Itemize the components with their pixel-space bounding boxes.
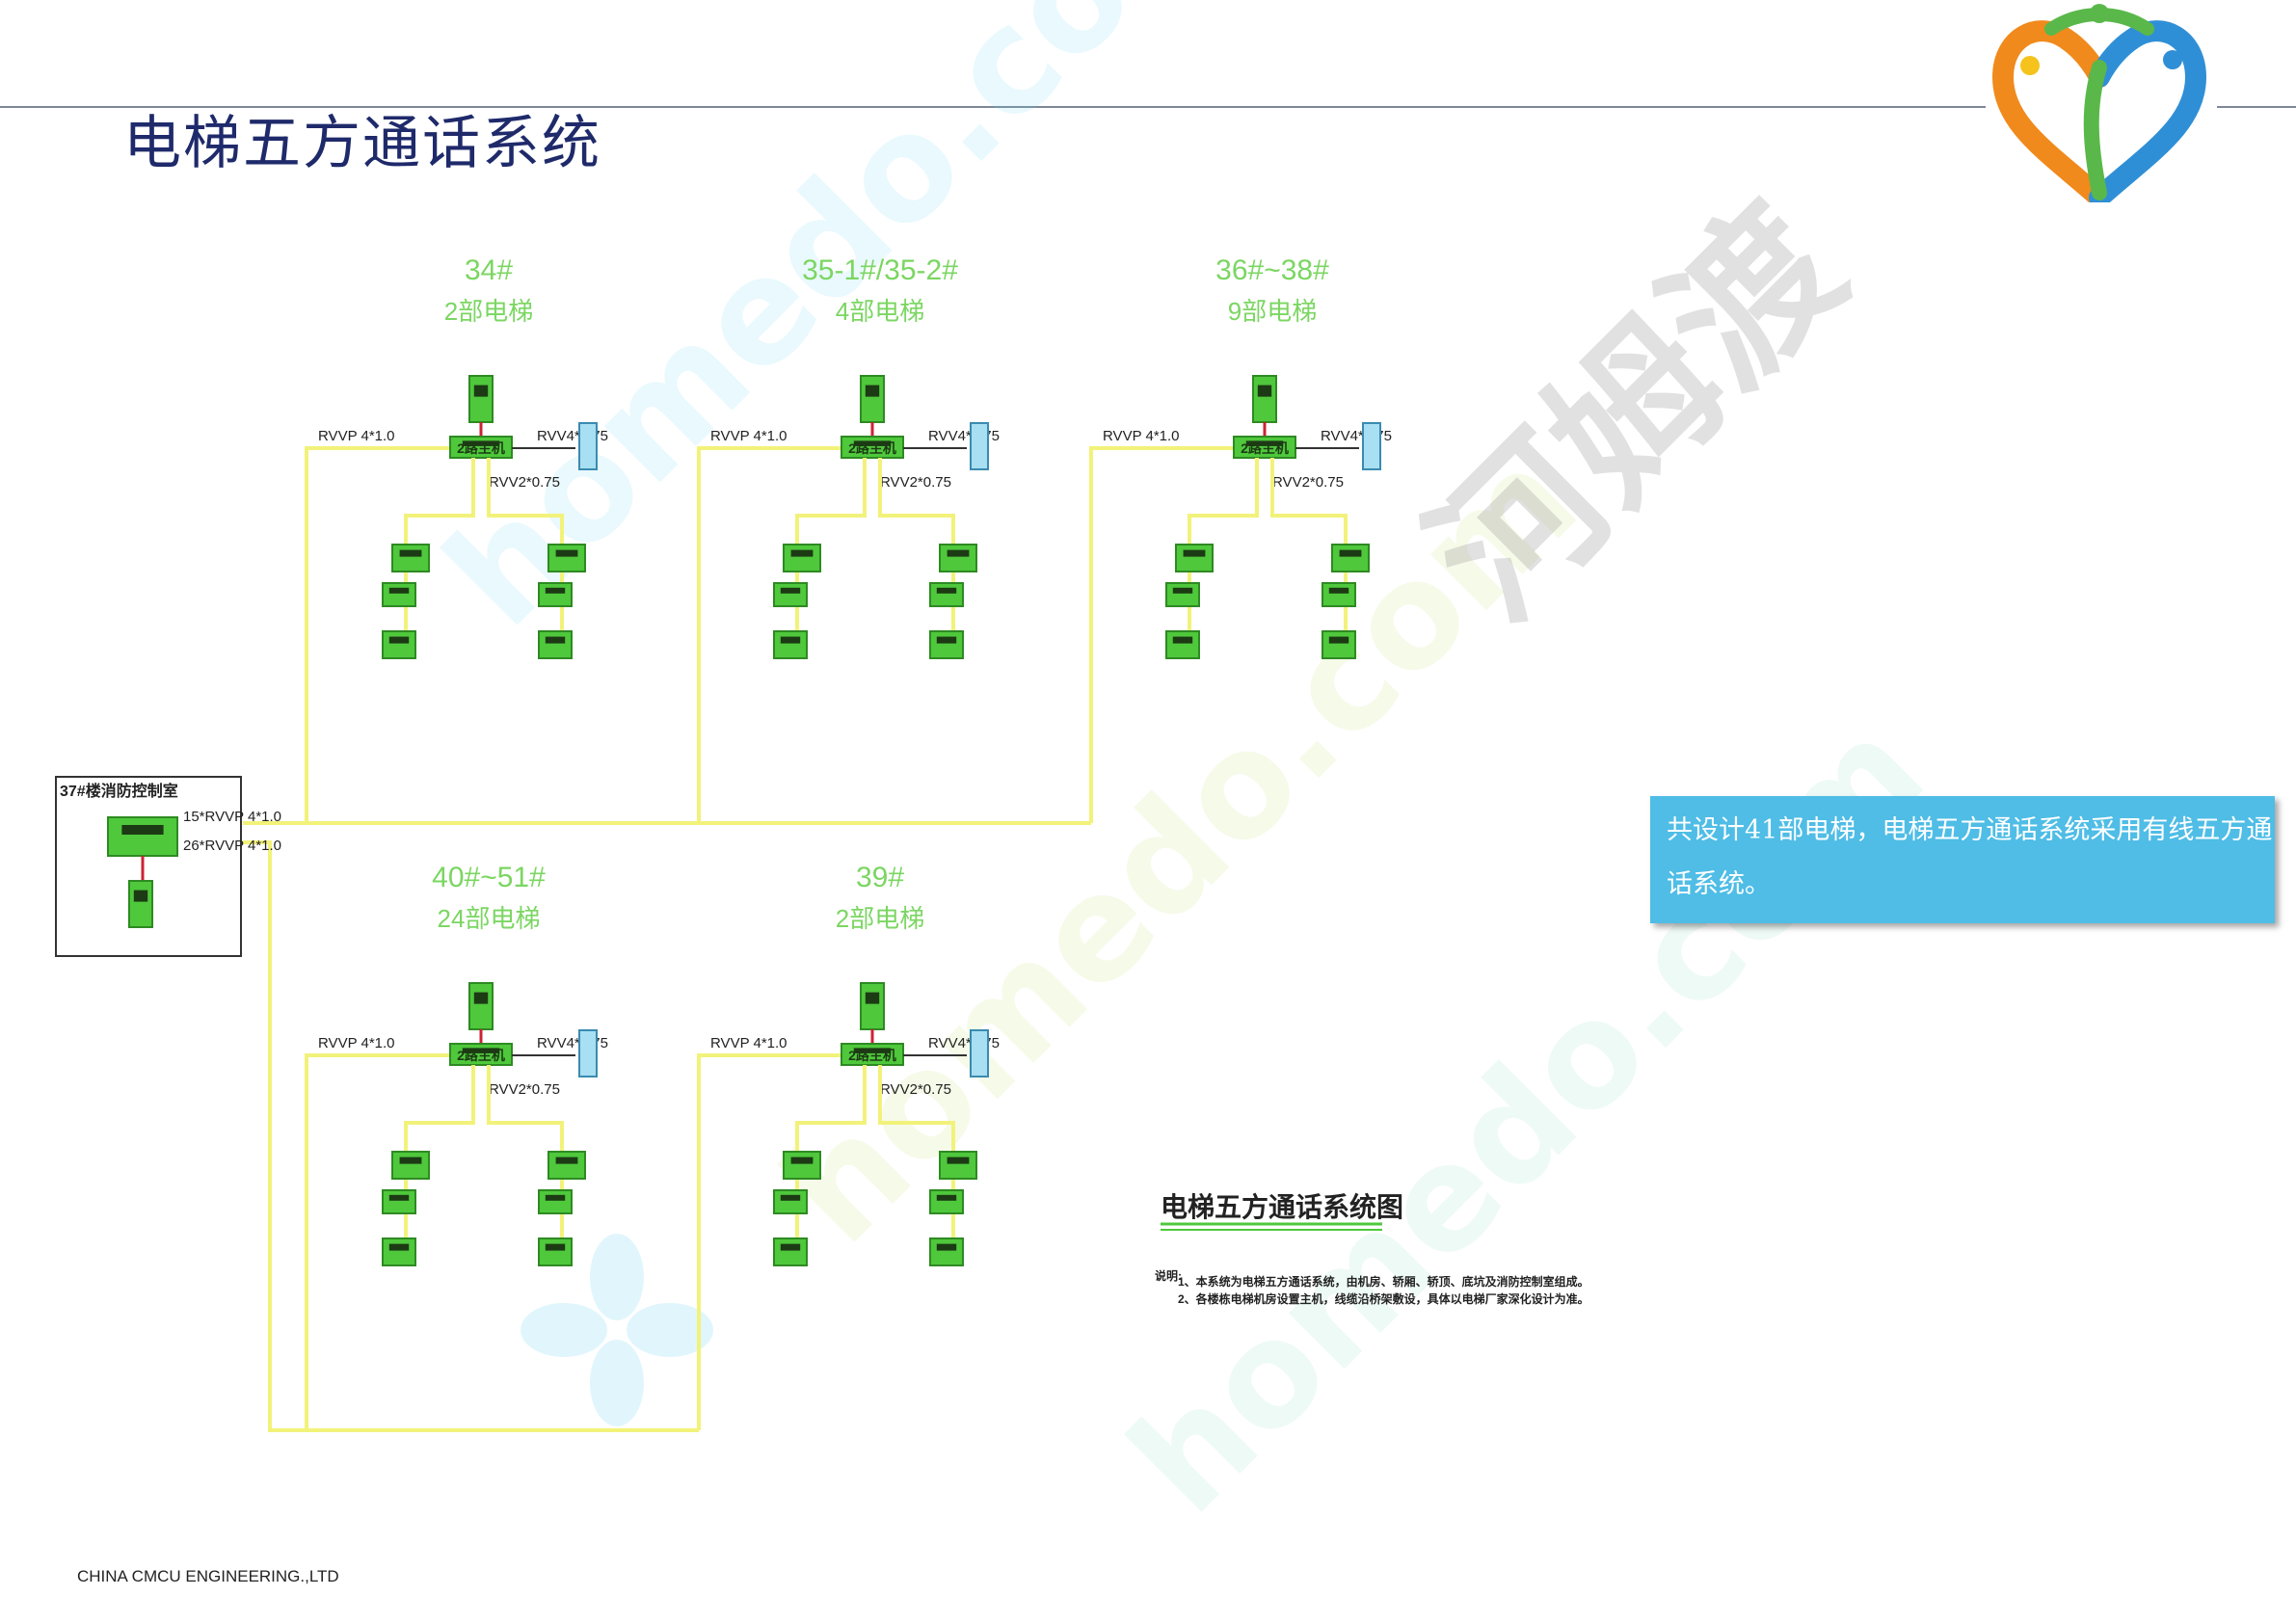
pit-intercom-left	[382, 630, 416, 659]
note-text: 1、本系统为电梯五方通话系统，由机房、轿厢、轿顶、底坑及消防控制室组成。	[1178, 1274, 1589, 1289]
group-feed-wire	[697, 446, 841, 823]
pit-intercom-left	[382, 1237, 416, 1266]
group-building-label: 36#~38#	[1215, 254, 1329, 286]
group-elevator-count: 24部电梯	[438, 904, 541, 933]
host-label: 2路主机	[848, 440, 896, 456]
header-rule-left	[0, 106, 1986, 108]
machine-room-unit	[468, 982, 494, 1030]
fire-phone-icon	[578, 1029, 598, 1078]
car-top-intercom-right	[538, 1189, 573, 1214]
host-label: 2路主机	[1241, 440, 1289, 456]
pit-intercom-left	[1165, 630, 1200, 659]
fire-control-room-box	[55, 776, 242, 957]
cable-label-branch: RVV2*0.75	[880, 474, 951, 491]
group-building-label: 39#	[856, 862, 904, 893]
car-top-intercom-left	[1165, 582, 1200, 607]
cable-label-branch: RVV2*0.75	[489, 1081, 560, 1098]
master-handset	[128, 880, 153, 928]
note-label: 说明:	[1155, 1268, 1182, 1283]
car-intercom-right	[1331, 544, 1370, 572]
cable-label-branch: RVV2*0.75	[489, 474, 560, 491]
fire-phone-icon	[970, 1029, 989, 1078]
cable-label-feed: RVVP 4*1.0	[1103, 428, 1180, 444]
fire-phone-icon	[1362, 422, 1381, 470]
car-intercom-left	[783, 544, 821, 572]
note-text: 2、各楼栋电梯机房设置主机，线缆沿桥架敷设，具体以电梯厂家深化设计为准。	[1178, 1291, 1589, 1306]
cable-label-branch: RVV2*0.75	[880, 1081, 951, 1098]
company-logo	[1991, 4, 2207, 202]
group-elevator-count: 2部电梯	[444, 297, 533, 326]
car-top-intercom-right	[929, 582, 964, 607]
car-intercom-left	[391, 1151, 430, 1180]
pit-intercom-right	[538, 1237, 573, 1266]
car-intercom-right	[939, 544, 977, 572]
fire-phone-icon	[578, 422, 598, 470]
car-top-intercom-left	[773, 582, 808, 607]
cable-label-branch: RVV2*0.75	[1272, 474, 1344, 491]
machine-room-unit	[1252, 375, 1277, 423]
group-building-label: 34#	[465, 254, 513, 286]
car-top-intercom-right	[1322, 582, 1356, 607]
car-intercom-right	[939, 1151, 977, 1180]
fire-phone-icon	[970, 422, 989, 470]
machine-room-unit	[468, 375, 494, 423]
pit-intercom-right	[1322, 630, 1356, 659]
group-elevator-count: 2部电梯	[836, 904, 924, 933]
trunk-cable-label: 26*RVVP 4*1.0	[183, 838, 281, 854]
car-intercom-left	[783, 1151, 821, 1180]
pit-intercom-right	[538, 630, 573, 659]
cable-label-feed: RVVP 4*1.0	[710, 1035, 788, 1051]
trunk-cable-label: 15*RVVP 4*1.0	[183, 809, 281, 825]
footer-company: CHINA CMCU ENGINEERING.,LTD	[77, 1567, 339, 1585]
group-feed-wire	[1089, 446, 1234, 823]
car-top-intercom-right	[929, 1189, 964, 1214]
machine-room-unit	[860, 982, 885, 1030]
master-console	[107, 816, 178, 857]
group-elevator-count: 4部电梯	[836, 297, 924, 326]
car-top-intercom-left	[773, 1189, 808, 1214]
diagram-title: 电梯五方通话系统图	[1161, 1191, 1403, 1222]
car-intercom-left	[391, 544, 430, 572]
cable-label-feed: RVVP 4*1.0	[318, 1035, 395, 1051]
car-top-intercom-right	[538, 582, 573, 607]
host-label: 2路主机	[848, 1048, 896, 1063]
group-building-label: 40#~51#	[432, 862, 546, 893]
watermark-flower	[521, 1234, 713, 1426]
group-feed-wire	[697, 1053, 841, 1430]
trunk-line-lower	[243, 840, 699, 1432]
group-feed-wire	[305, 446, 450, 823]
machine-room-unit	[860, 375, 885, 423]
group-elevator-count: 9部电梯	[1228, 297, 1317, 326]
info-text-box: 共设计41部电梯，电梯五方通话系统采用有线五方通话系统。	[1650, 796, 2275, 923]
pit-intercom-right	[929, 1237, 964, 1266]
pit-intercom-right	[929, 630, 964, 659]
page-title: 电梯五方通话系统	[123, 110, 601, 177]
host-label: 2路主机	[457, 1048, 505, 1063]
car-top-intercom-left	[382, 1189, 416, 1214]
cable-label-feed: RVVP 4*1.0	[318, 428, 395, 444]
car-intercom-right	[547, 544, 586, 572]
pit-intercom-left	[773, 630, 808, 659]
cable-label-feed: RVVP 4*1.0	[710, 428, 788, 444]
header-rule-right	[2217, 106, 2296, 108]
car-intercom-right	[547, 1151, 586, 1180]
group-building-label: 35-1#/35-2#	[802, 254, 958, 286]
intercom-host	[841, 436, 904, 459]
car-top-intercom-left	[382, 582, 416, 607]
group-feed-wire	[305, 1053, 450, 1430]
car-intercom-left	[1175, 544, 1214, 572]
pit-intercom-left	[773, 1237, 808, 1266]
host-label: 2路主机	[457, 440, 505, 456]
fire-control-room-label: 37#楼消防控制室	[60, 782, 178, 800]
